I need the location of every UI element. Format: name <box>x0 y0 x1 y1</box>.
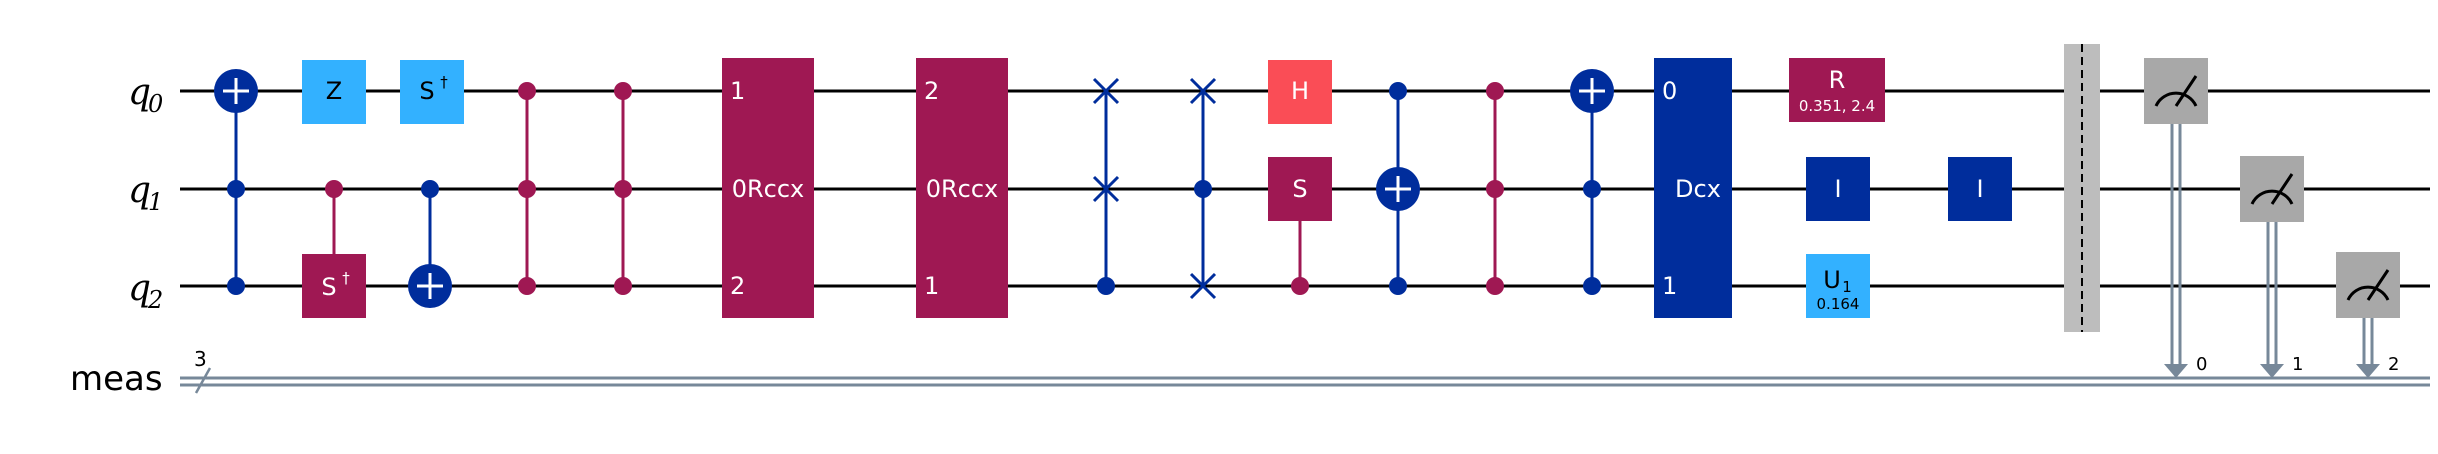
measure-gate-2: 2 <box>2336 252 2400 378</box>
u1-gate-sub: 1 <box>1842 278 1852 296</box>
z-gate: Z <box>302 60 366 124</box>
label-q1: q <box>128 170 151 211</box>
register-labels: q 0 q 1 q 2 meas <box>70 72 163 399</box>
label-q0: q <box>128 72 151 113</box>
cs-gate: S <box>1268 157 1332 295</box>
sdg-gate: S † <box>400 60 464 124</box>
cnot-gate-2 <box>408 180 452 308</box>
measure-gate-0: 0 <box>2144 58 2208 378</box>
sdg-bottom-sup: † <box>342 269 350 287</box>
swap-x-icon <box>1189 272 1217 300</box>
rccx1-bottom-index: 2 <box>730 272 745 300</box>
z-gate-label: Z <box>326 77 342 105</box>
rccx2-label: 0Rccx <box>926 175 999 203</box>
ccz-gate-3 <box>1486 82 1504 295</box>
sdg-top-label: S <box>419 77 434 105</box>
label-meas: meas <box>70 359 163 399</box>
u1-gate: U 1 0.164 <box>1806 254 1870 318</box>
h-gate-label: H <box>1291 77 1309 105</box>
swap-x-icon <box>1092 77 1120 105</box>
meter-icon <box>2250 173 2294 205</box>
cswap-gate-2 <box>1189 77 1217 300</box>
meas-width: 3 <box>194 347 207 371</box>
dcx-top-index: 0 <box>1662 77 1677 105</box>
r-gate-params: 0.351, 2.4 <box>1799 97 1875 115</box>
rccx-gate-1: 1 0Rccx 2 <box>722 58 814 318</box>
s-gate-label: S <box>1292 175 1307 203</box>
rccx1-label: 0Rccx <box>732 175 805 203</box>
h-gate: H <box>1268 60 1332 124</box>
dcx-bottom-index: 1 <box>1662 272 1677 300</box>
u1-gate-label: U <box>1823 266 1841 294</box>
measure-gate-1: 1 <box>2240 156 2304 378</box>
i-gate-1-label: I <box>1834 175 1841 203</box>
r-gate-label: R <box>1829 66 1846 94</box>
sdg-bottom-label: S <box>321 273 336 301</box>
sdg-top-sup: † <box>440 73 448 91</box>
bus-slash <box>194 367 212 394</box>
i-gate-2-label: I <box>1976 175 1983 203</box>
ccz-gate-1 <box>518 82 536 295</box>
rccx1-top-index: 1 <box>730 77 745 105</box>
dcx-gate: 0 Dcx 1 <box>1654 58 1732 318</box>
ccx-gate-2 <box>1570 69 1614 295</box>
u1-gate-param: 0.164 <box>1817 295 1860 313</box>
rccx2-top-index: 2 <box>924 77 939 105</box>
label-q2: q <box>128 268 151 309</box>
i-gate-1: I <box>1806 157 1870 221</box>
ccx-gate <box>1376 82 1420 295</box>
dcx-label: Dcx <box>1675 175 1721 203</box>
i-gate-2: I <box>1948 157 2012 221</box>
rccx2-bottom-index: 1 <box>924 272 939 300</box>
label-q0-sub: 0 <box>148 90 163 118</box>
cswap-gate-1 <box>1092 77 1120 295</box>
measure-bit-2: 2 <box>2388 354 2399 375</box>
classical-wire: 3 <box>180 347 2430 394</box>
measure-bit-0: 0 <box>2196 354 2207 375</box>
rccx-gate-2: 2 0Rccx 1 <box>916 58 1008 318</box>
swap-x-icon <box>1189 77 1217 105</box>
r-gate: R 0.351, 2.4 <box>1789 58 1885 122</box>
label-q2-sub: 2 <box>147 286 163 314</box>
cnot-gate-1 <box>214 69 258 295</box>
ccz-gate-2 <box>614 82 632 295</box>
measure-bit-1: 1 <box>2292 354 2303 375</box>
meter-icon <box>2154 75 2198 107</box>
label-q1-sub: 1 <box>148 188 163 216</box>
swap-x-icon <box>1092 175 1120 203</box>
barrier <box>2064 44 2100 332</box>
csdg-gate: S † <box>302 180 366 318</box>
meter-icon <box>2346 269 2390 301</box>
